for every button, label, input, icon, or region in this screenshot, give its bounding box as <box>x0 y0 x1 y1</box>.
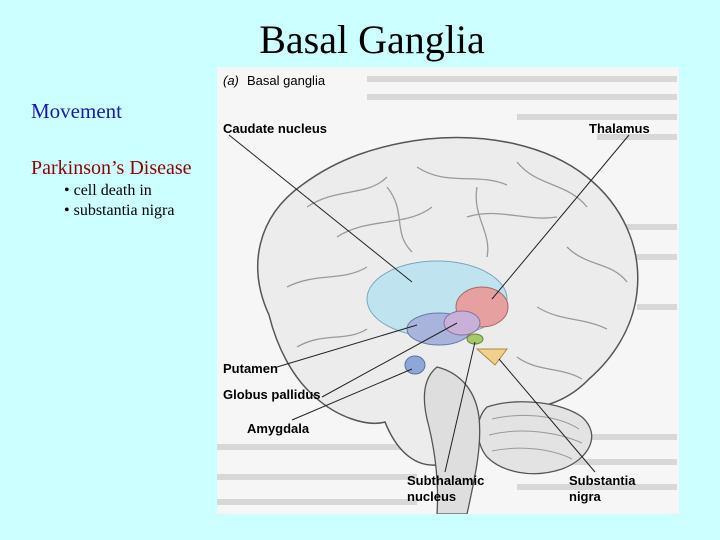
bullet-item: • cell death in <box>64 182 152 199</box>
amygdala-shape <box>404 355 426 375</box>
movement-heading: Movement <box>31 99 122 123</box>
cerebellum-shape <box>477 401 593 475</box>
subthalamic-label: Subthalamic <box>407 473 484 488</box>
panel-title: Basal ganglia <box>247 73 326 88</box>
panel-tag: (a) <box>223 73 239 88</box>
bullet-list: • cell death in • substantia nigra <box>64 181 174 221</box>
brain-figure: (a) Basal ganglia Caudate nucleus Thalam… <box>217 67 679 514</box>
thalamus-label: Thalamus <box>589 121 650 136</box>
substantia-nigra-shape <box>475 348 508 366</box>
globus-pallidus-shape <box>443 310 481 336</box>
slide-title: Basal Ganglia <box>259 17 485 62</box>
subthalamic-label-2: nucleus <box>407 489 456 504</box>
brain-illustration: (a) Basal ganglia Caudate nucleus Thalam… <box>217 73 677 514</box>
parkinsons-heading: Parkinson’s Disease <box>31 157 192 179</box>
putamen-label: Putamen <box>223 361 278 376</box>
globus-pallidus-label: Globus pallidus <box>223 387 321 402</box>
caudate-nucleus-label: Caudate nucleus <box>223 121 327 136</box>
substantia-nigra-label-2: nigra <box>569 489 602 504</box>
amygdala-label: Amygdala <box>247 421 310 436</box>
bullet-item: • substantia nigra <box>64 202 175 219</box>
substantia-nigra-label: Substantia <box>569 473 636 488</box>
